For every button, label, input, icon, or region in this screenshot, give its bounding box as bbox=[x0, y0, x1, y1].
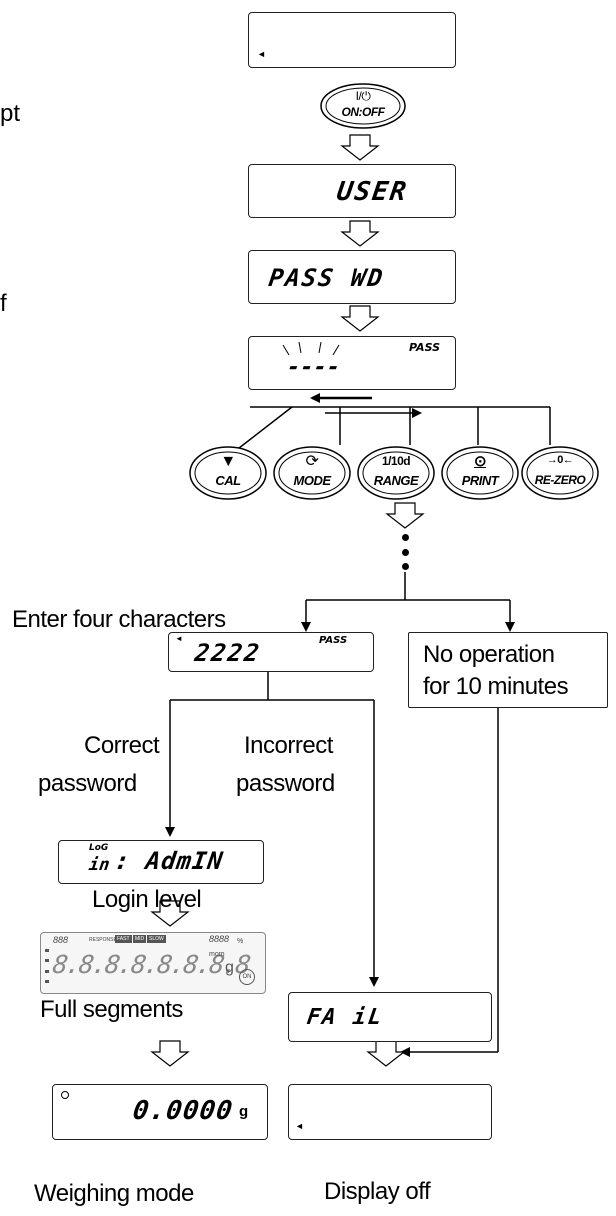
incorrect-caption-line-1: Incorrect bbox=[244, 732, 333, 759]
cal-key[interactable]: ▼ CAL bbox=[188, 445, 268, 501]
display-off-display: ◄ bbox=[288, 1084, 492, 1140]
no-operation-line-1: No operation bbox=[423, 641, 555, 668]
weighing-unit: g bbox=[239, 1103, 249, 1120]
weighing-display: 0.0000 g bbox=[52, 1084, 268, 1140]
pass-wd-display: PASS WD bbox=[248, 250, 456, 304]
fail-display: FA iL bbox=[288, 992, 492, 1042]
login-level-caption: Login level bbox=[92, 886, 202, 913]
response-fast-tag: FAST bbox=[115, 935, 132, 943]
login-level-display: LoG in : AdmIN bbox=[58, 840, 264, 884]
login-prefix-top: LoG bbox=[89, 843, 109, 853]
small-digits: 888 bbox=[53, 935, 69, 945]
re-zero-label: RE-ZERO bbox=[534, 473, 586, 487]
down-arrow-icon bbox=[150, 1040, 190, 1067]
full-segments-display: 888 RESPONSE FAST MID SLOW 8888 % 8.8.8.… bbox=[40, 932, 266, 994]
print-key[interactable]: ⊙ PRINT bbox=[440, 445, 520, 501]
re-zero-key[interactable]: →0← RE-ZERO bbox=[520, 445, 600, 501]
response-label: RESPONSE bbox=[89, 937, 117, 943]
range-label: RANGE bbox=[373, 473, 419, 488]
weighing-mode-caption: Weighing mode bbox=[34, 1180, 194, 1207]
entered-code-text: 2222 bbox=[193, 639, 263, 667]
mode-key[interactable]: ⟳ MODE bbox=[272, 445, 352, 501]
stable-indicator-icon: ◄ bbox=[295, 1121, 304, 1131]
top-right-digits: 8888 bbox=[209, 934, 230, 944]
pass-wd-text: PASS WD bbox=[267, 264, 387, 292]
on-off-label: ON:OFF bbox=[341, 105, 386, 119]
range-symbol: 1/10d bbox=[381, 454, 411, 468]
pass-tag: PASS bbox=[409, 341, 441, 354]
login-level-text: : AdmIN bbox=[113, 847, 226, 875]
mom-label: mom bbox=[209, 951, 225, 958]
enter-four-characters-caption: Enter four characters bbox=[12, 606, 226, 633]
print-label: PRINT bbox=[461, 473, 499, 488]
password-entry-display: PASS ---- bbox=[248, 336, 456, 390]
correct-caption-line-2: password bbox=[38, 770, 137, 797]
stable-indicator-icon: ◄ bbox=[257, 49, 266, 59]
display-off-caption: Display off bbox=[324, 1178, 431, 1205]
down-arrow-icon bbox=[340, 305, 380, 332]
cut-text-fragment-2: f bbox=[0, 290, 7, 317]
incorrect-caption-line-2: password bbox=[236, 770, 335, 797]
initial-display: ◄ bbox=[248, 12, 456, 68]
user-text: USER bbox=[334, 177, 410, 207]
cal-label: CAL bbox=[215, 473, 241, 488]
fail-text: FA iL bbox=[305, 1005, 385, 1030]
continuation-dot bbox=[402, 549, 409, 556]
response-mid-tag: MID bbox=[133, 935, 147, 943]
stable-indicator-icon: ◄ bbox=[175, 634, 183, 643]
down-triangle-icon: ▼ bbox=[220, 453, 236, 470]
mode-label: MODE bbox=[293, 473, 332, 488]
on-off-key[interactable]: I/⏻ ON:OFF bbox=[318, 82, 408, 130]
continuation-dot bbox=[402, 563, 409, 570]
down-arrow-icon bbox=[340, 134, 380, 161]
down-arrow-icon bbox=[150, 900, 190, 927]
correct-caption-line-1: Correct bbox=[84, 732, 160, 759]
user-display: USER bbox=[248, 164, 456, 218]
continuation-dot bbox=[402, 534, 409, 541]
zero-arrows-icon: →0← bbox=[546, 454, 574, 466]
down-arrow-icon bbox=[340, 220, 380, 247]
down-arrow-icon bbox=[385, 502, 425, 529]
down-arrow-icon bbox=[366, 1040, 406, 1067]
response-slow-tag: SLOW bbox=[147, 935, 166, 943]
pass-tag: PASS bbox=[319, 635, 348, 646]
cycle-icon: ⟳ bbox=[305, 453, 319, 470]
unit-g: g bbox=[225, 959, 234, 976]
full-segments-caption: Full segments bbox=[40, 996, 183, 1023]
on-badge: ON bbox=[239, 969, 255, 985]
print-icon: ⊙ bbox=[473, 453, 487, 470]
cut-text-fragment-1: pt bbox=[0, 100, 21, 127]
power-icon: I/⏻ bbox=[355, 89, 371, 103]
no-operation-line-2: for 10 minutes bbox=[423, 673, 569, 700]
no-operation-box: No operation for 10 minutes bbox=[408, 632, 608, 708]
login-prefix-bottom: in bbox=[87, 855, 111, 875]
blink-marks-icon bbox=[282, 341, 340, 356]
weighing-value: 0.0000 bbox=[130, 1096, 236, 1126]
percent-sign: % bbox=[237, 938, 244, 945]
side-markers bbox=[45, 949, 49, 983]
range-key[interactable]: 1/10d RANGE bbox=[356, 445, 436, 501]
entered-code-display: ◄ PASS 2222 bbox=[168, 632, 374, 672]
stable-indicator-icon bbox=[61, 1091, 69, 1099]
